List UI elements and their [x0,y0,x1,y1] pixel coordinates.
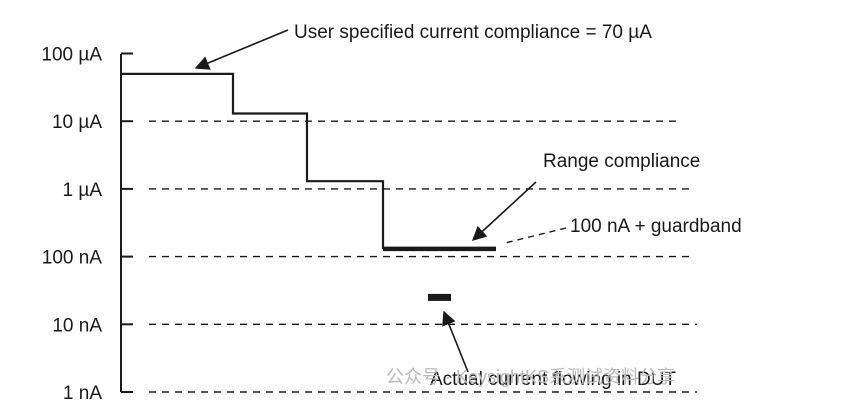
series-line [121,72,385,249]
y-tick-label: 10 nA [52,315,102,336]
y-tick-label: 100 µA [41,45,102,66]
y-tick-labels: 1 nA 10 nA 100 nA 1 µA 10 µA 100 µA [41,45,102,405]
y-tick-label: 10 µA [52,112,102,133]
annotation-actual-current: Actual current flowing in DUT [430,369,676,390]
y-tick-label: 1 µA [63,180,103,201]
annotation-guardband: 100 nA + guardband [570,216,742,237]
arrow-actual-current [442,310,469,373]
y-axis [120,52,133,393]
grid-lines [149,120,697,393]
compliance-step-series [121,72,496,252]
arrow-user-compliance [194,29,289,70]
actual-current-marker [428,293,451,301]
annotation-user-compliance: User specified current compliance = 70 µ… [294,22,652,43]
watermark: 公众号 · KeysightKS系测试资料分享 [386,367,675,387]
y-tick-label: 1 nA [63,383,102,404]
leader-guardband [504,227,567,244]
arrow-range-compliance [471,181,537,241]
annotation-range-compliance: Range compliance [543,151,700,172]
y-tick-label: 100 nA [42,248,103,269]
